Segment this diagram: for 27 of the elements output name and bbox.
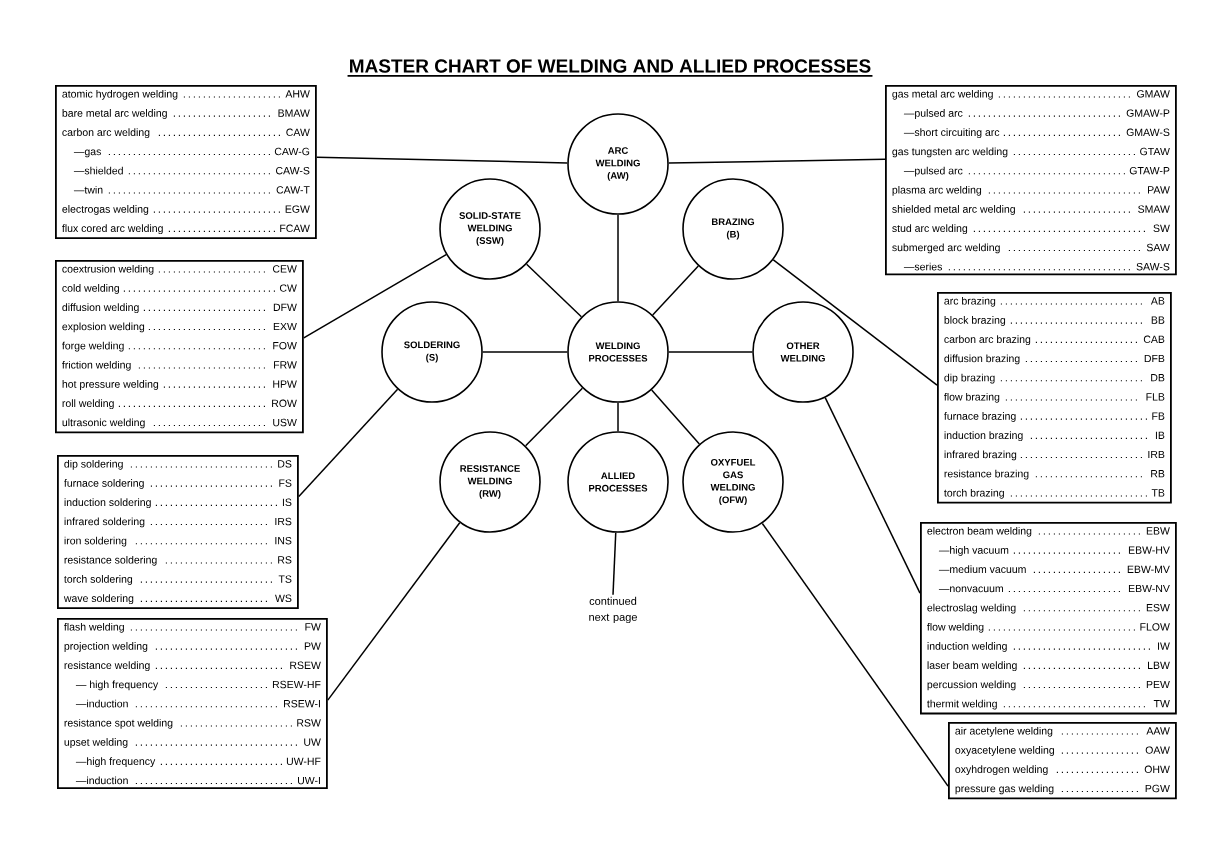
process-list-box: gas metal arc welding GMAW —pulsed arc GMAW-P —short circuiting arc GMAW-S gas tungsten arc welding GTAW —pulsed arc GTAW-P plasma arc welding PAW shielded metal arc welding SMAW stud arc welding SW submerged arc welding SAW —series SAW-S [885,85,1177,276]
connector-line [650,389,701,445]
chart-title: MASTER CHART OF WELDING AND ALLIED PROCESSES [350,59,871,73]
connector-line [761,522,949,787]
continuation-note: continued next page [589,596,637,624]
connector-line [617,214,619,302]
connector-line [772,259,938,386]
connector-line [525,263,583,318]
connector-line [298,388,399,498]
connector-line [617,402,619,432]
process-list-box: electron beam welding EBW —high vacuum EBW-HV —medium vacuum EBW-MV —nonvacuum EBW-NV electroslag welding ESW flow welding FLOW induction welding IW laser beam welding LBW percussion welding PEW thermit welding TW [920,522,1177,715]
connector-line [327,522,461,701]
process-list-box: coextrusion welding CEW cold welding CW diffusion welding DFW explosion welding EXW forge welding FOW friction welding FRW hot pressure welding HPW roll welding ROW ultrasonic welding USW [55,260,304,434]
connector-line [524,387,584,447]
process-list-box: atomic hydrogen welding AHW bare metal arc welding BMAW carbon arc welding CAW —gas CAW-G —shielded CAW-S —twin CAW-T electrogas welding EGW flux cored arc welding FCAW [55,85,317,239]
connector-line [651,265,700,316]
connector-line [612,532,617,596]
connector-line [824,396,921,594]
process-list-box: flash welding FW projection welding PW resistance welding RSEW — high frequency RSEW-HF —induction RSEW-I resistance spot welding RSW upset welding UW —high frequency UW-HF —induction UW-I [57,618,328,790]
connector-line [316,156,568,164]
process-list-box: arc brazing AB block brazing BB carbon arc brazing CAB diffusion brazing DFB dip brazing DB flow brazing FLB furnace brazing FB induction brazing IB infrared brazing IRB resistance brazing RB torch brazing TB [937,292,1172,504]
connector-line [482,351,568,353]
process-list-box: dip soldering DS furnace soldering FS induction soldering IS infrared soldering IRS iron soldering INS resistance soldering RS torch soldering TS wave soldering WS [57,455,299,609]
connector-line [303,253,447,339]
connector-line [668,158,886,164]
process-list-box: air acetylene welding AAW oxyacetylene welding OAW oxyhdrogen welding OHW pressure gas welding PGW [948,722,1177,800]
connector-line [668,351,753,353]
